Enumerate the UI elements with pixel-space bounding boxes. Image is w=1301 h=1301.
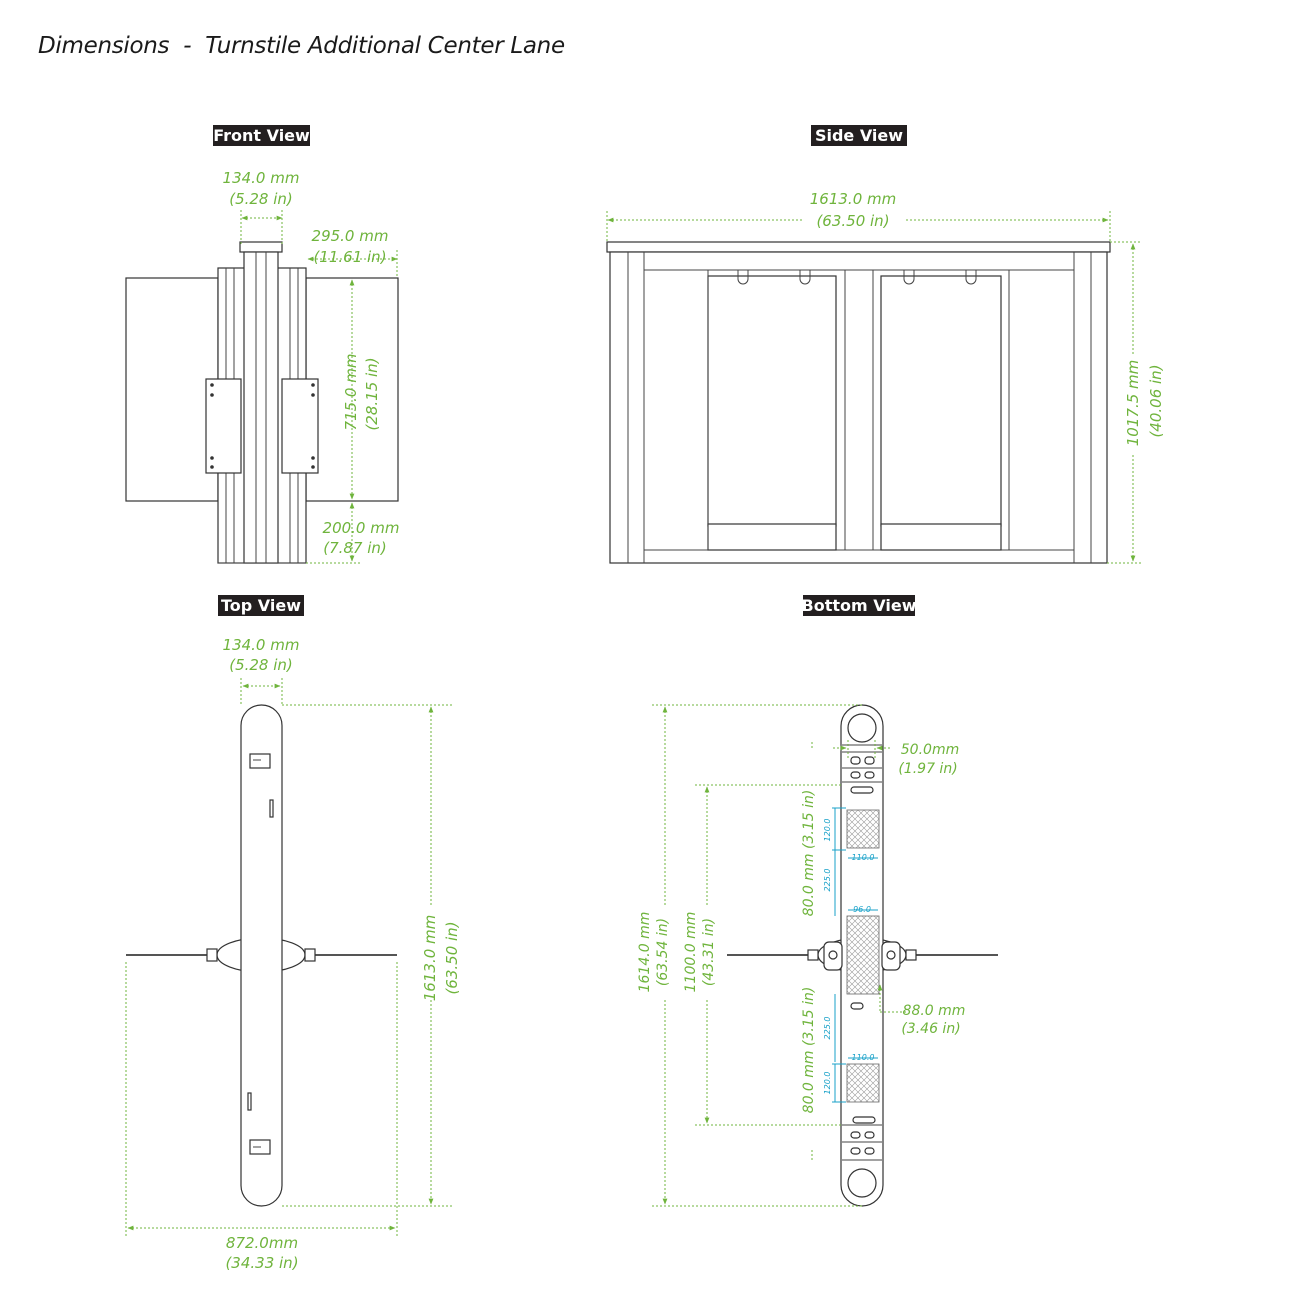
bottom-dimensions: 50.0mm (1.97 in) 88.0 mm (3.46 in) 1614.… bbox=[637, 704, 966, 1207]
bottom-inner-mm: 1100.0 mm bbox=[683, 912, 699, 993]
bottom-width-in: (1.97 in) bbox=[898, 761, 957, 777]
top-width-mm: 134.0 mm bbox=[223, 636, 300, 654]
top-width-in: (5.28 in) bbox=[229, 656, 293, 674]
page-title: Dimensions - Turnstile Additional Center… bbox=[38, 33, 565, 59]
top-span-mm: 872.0mm bbox=[226, 1234, 298, 1252]
svg-text:Top View: Top View bbox=[221, 596, 301, 615]
bottom-seg-bottom: 80.0 mm (3.15 in) bbox=[801, 987, 817, 1114]
front-top-width-in: (5.28 in) bbox=[229, 190, 293, 208]
svg-text:Side View: Side View bbox=[815, 126, 903, 145]
top-length-mm: 1613.0 mm bbox=[421, 915, 439, 1001]
bottom-detail-225-top: 225.0 bbox=[823, 869, 832, 892]
front-dimensions: 134.0 mm (5.28 in) 295.0 mm (11.61 in) 7… bbox=[223, 169, 400, 564]
side-height-mm: 1017.5 mm bbox=[1124, 360, 1142, 446]
bottom-offset-mm: 88.0 mm bbox=[903, 1003, 966, 1019]
side-height-in: (40.06 in) bbox=[1147, 364, 1165, 437]
front-wing-height-mm: 715.0 mm bbox=[342, 354, 360, 431]
bottom-detail-225-bottom: 225.0 bbox=[823, 1017, 832, 1040]
bottom-total-mm: 1614.0 mm bbox=[637, 912, 653, 993]
front-wing-width-mm: 295.0 mm bbox=[312, 227, 389, 245]
svg-text:Front View: Front View bbox=[213, 126, 310, 145]
bottom-inner-in: (43.31 in) bbox=[701, 918, 717, 986]
front-base-height-mm: 200.0 mm bbox=[323, 519, 400, 537]
bottom-offset-in: (3.46 in) bbox=[901, 1021, 960, 1037]
bottom-detail-110-bottom: 110.0 bbox=[852, 1053, 875, 1062]
top-view-label: Top View bbox=[218, 595, 304, 616]
side-length-mm: 1613.0 mm bbox=[810, 190, 896, 208]
front-view-label: Front View bbox=[213, 125, 310, 146]
side-view-drawing bbox=[606, 241, 1111, 564]
bottom-total-in: (63.54 in) bbox=[655, 918, 671, 986]
front-top-width-mm: 134.0 mm bbox=[223, 169, 300, 187]
bottom-detail-120-bottom: 120.0 bbox=[823, 1072, 832, 1095]
top-view-drawing bbox=[126, 704, 397, 1207]
side-length-in: (63.50 in) bbox=[816, 212, 889, 230]
svg-text:Bottom View: Bottom View bbox=[802, 596, 917, 615]
front-wing-width-in: (11.61 in) bbox=[313, 248, 386, 266]
top-length-in: (63.50 in) bbox=[443, 921, 461, 994]
front-base-height-in: (7.87 in) bbox=[323, 539, 387, 557]
bottom-detail-96: 96.0 bbox=[853, 905, 871, 914]
bottom-view-label: Bottom View bbox=[802, 595, 917, 616]
bottom-width-mm: 50.0mm bbox=[901, 742, 959, 758]
front-wing-height-in: (28.15 in) bbox=[363, 357, 381, 430]
bottom-detail-110-top: 110.0 bbox=[852, 853, 875, 862]
side-view-label: Side View bbox=[811, 125, 907, 146]
top-dimensions: 134.0 mm (5.28 in) 1613.0 mm (63.50 in) … bbox=[125, 636, 461, 1272]
front-view-drawing bbox=[125, 241, 399, 564]
side-dimensions: 1613.0 mm (63.50 in) 1017.5 mm (40.06 in… bbox=[606, 190, 1165, 564]
bottom-view-drawing bbox=[727, 704, 998, 1207]
top-span-in: (34.33 in) bbox=[225, 1254, 298, 1272]
bottom-seg-top: 80.0 mm (3.15 in) bbox=[801, 790, 817, 917]
bottom-detail-120-top: 120.0 bbox=[823, 819, 832, 842]
